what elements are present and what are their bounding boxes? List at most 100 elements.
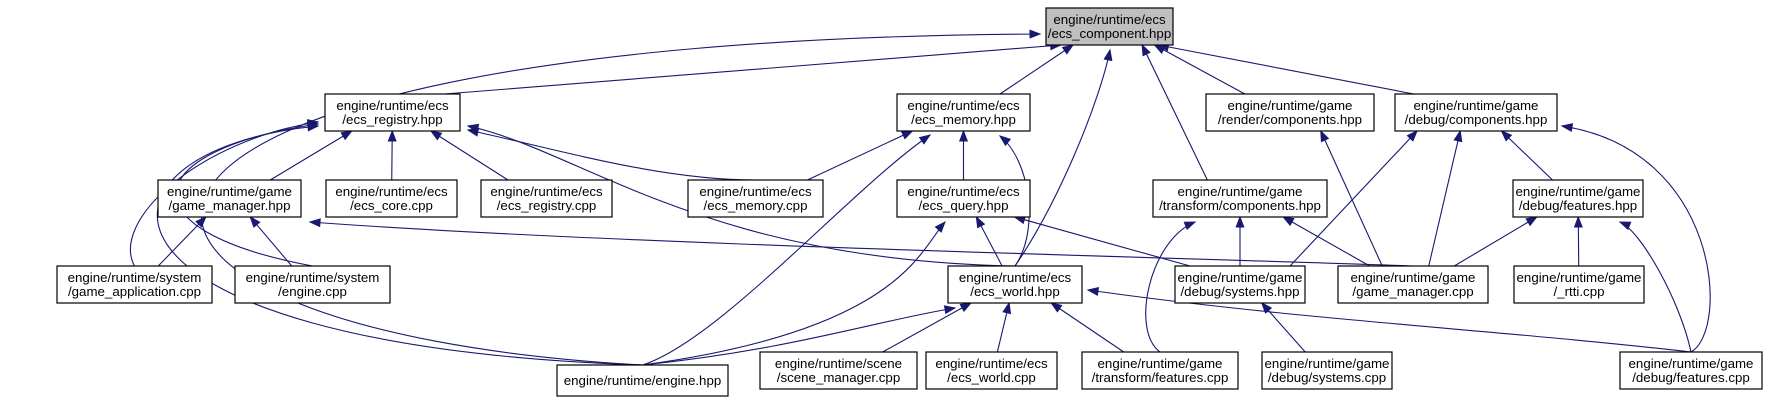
edge-line — [1428, 130, 1461, 267]
graph-node[interactable]: engine/runtime/game/debug/components.hpp — [1394, 93, 1558, 132]
dependency-edge — [466, 127, 756, 181]
dependency-edge — [1145, 221, 1197, 353]
node-label: /game_application.cpp — [68, 284, 201, 299]
node-label: /ecs_world.cpp — [947, 370, 1036, 385]
graph-node[interactable]: engine/runtime/game/render/components.hp… — [1205, 93, 1375, 132]
graph-node[interactable]: engine/runtime/system/game_application.c… — [56, 265, 213, 304]
node-label: engine/runtime/game — [1414, 98, 1539, 113]
edge-arrowhead — [958, 129, 969, 142]
edge-line — [1320, 130, 1383, 267]
node-box — [925, 351, 1058, 390]
node-box — [1205, 93, 1375, 132]
node-label: /debug/features.hpp — [1519, 198, 1637, 213]
edge-arrowhead — [308, 218, 321, 228]
node-box — [480, 179, 613, 218]
edge-arrowhead — [900, 130, 914, 140]
node-label: engine/runtime/ecs — [490, 184, 603, 199]
graph-node[interactable]: engine/runtime/scene/scene_manager.cpp — [759, 351, 918, 390]
node-box — [1152, 179, 1328, 218]
edge-arrowhead — [307, 122, 320, 132]
dependency-edge — [975, 215, 1003, 267]
edge-arrowhead — [1406, 129, 1418, 142]
edge-arrowhead — [1061, 44, 1075, 55]
node-box — [234, 265, 391, 304]
dependency-edge — [1141, 43, 1208, 181]
dependency-edge — [1156, 42, 1414, 95]
edge-line — [807, 130, 913, 181]
graph-node[interactable]: engine/runtime/game/debug/features.hpp — [1512, 179, 1644, 218]
edge-arrowhead — [1141, 43, 1151, 57]
dependency-edge — [642, 220, 946, 366]
node-label: /render/components.hpp — [1218, 112, 1362, 127]
edge-line — [444, 44, 1061, 95]
edge-arrowhead — [1260, 301, 1273, 314]
node-label: /ecs_memory.hpp — [911, 112, 1016, 127]
dependency-edge — [807, 130, 914, 181]
edge-arrowhead — [466, 123, 480, 133]
edge-line — [642, 134, 931, 366]
node-label: engine/runtime/ecs — [699, 184, 812, 199]
dependency-edge — [882, 302, 973, 353]
dependency-edge — [999, 44, 1075, 95]
edge-arrowhead — [1320, 129, 1330, 143]
graph-node[interactable]: engine/runtime/ecs/ecs_world.cpp — [925, 351, 1058, 390]
edge-arrowhead — [918, 134, 932, 145]
edge-line — [157, 216, 207, 267]
edge-line — [1145, 221, 1196, 353]
node-box — [1394, 93, 1558, 132]
graph-node[interactable]: engine/runtime/game/transform/components… — [1152, 179, 1328, 218]
dependency-edge — [1260, 301, 1306, 353]
graph-node[interactable]: engine/runtime/game/_rtti.cpp — [1513, 265, 1645, 304]
graph-node[interactable]: engine/runtime/system/engine.cpp — [234, 265, 391, 304]
graph-node[interactable]: engine/runtime/game/game_manager.hpp — [157, 179, 302, 218]
node-box — [1513, 265, 1645, 304]
graph-node[interactable]: engine/runtime/ecs/ecs_world.hpp — [947, 265, 1083, 304]
graph-node[interactable]: engine/runtime/ecs/ecs_registry.hpp — [324, 93, 461, 132]
edge-line — [467, 125, 1016, 267]
node-box — [1261, 351, 1393, 390]
edge-line — [1014, 216, 1191, 267]
dependency-edge — [1573, 215, 1583, 267]
node-label: engine/runtime/game — [1178, 184, 1303, 199]
node-label: /game_manager.hpp — [169, 198, 291, 213]
dependency-edge — [996, 301, 1012, 353]
node-label: engine/runtime/game — [1517, 270, 1642, 285]
graph-node[interactable]: engine/runtime/game/game_manager.cpp — [1337, 265, 1489, 304]
node-label: /ecs_registry.cpp — [497, 198, 597, 213]
dependency-edge — [1153, 44, 1246, 95]
node-label: engine/runtime/game — [1265, 356, 1390, 371]
node-box — [56, 265, 213, 304]
dependency-edge — [1235, 215, 1245, 266]
graph-node[interactable]: engine/runtime/ecs/ecs_core.cpp — [325, 179, 458, 218]
graph-node[interactable]: engine/runtime/engine.hpp — [556, 364, 729, 397]
edge-arrowhead — [1086, 286, 1100, 296]
graph-node[interactable]: engine/runtime/ecs/ecs_memory.hpp — [896, 93, 1031, 132]
edge-line — [1014, 49, 1111, 267]
edge-arrowhead — [1500, 130, 1513, 142]
graph-node[interactable]: engine/runtime/game/debug/systems.hpp — [1174, 265, 1306, 304]
root-node[interactable]: engine/runtime/ecs/ecs_component.hpp — [1045, 7, 1174, 46]
node-label: engine/runtime/ecs — [959, 270, 1072, 285]
dependency-edge — [642, 305, 957, 366]
node-box — [759, 351, 918, 390]
graph-node[interactable]: engine/runtime/ecs/ecs_memory.cpp — [687, 179, 824, 218]
edge-arrowhead — [1618, 221, 1632, 231]
node-label: /debug/systems.hpp — [1180, 284, 1299, 299]
graph-node[interactable]: engine/runtime/game/debug/systems.cpp — [1261, 351, 1393, 390]
graph-node[interactable]: engine/runtime/game/transform/features.c… — [1081, 351, 1239, 390]
graph-node[interactable]: engine/runtime/ecs/ecs_registry.cpp — [480, 179, 613, 218]
edge-line — [999, 44, 1074, 95]
node-box — [1512, 179, 1644, 218]
dependency-edge — [444, 41, 1063, 95]
graph-node[interactable]: engine/runtime/ecs/ecs_query.hpp — [896, 179, 1031, 218]
graph-node[interactable]: engine/runtime/game/debug/features.cpp — [1619, 351, 1763, 390]
dependency-edge — [249, 215, 293, 267]
edge-line — [882, 302, 972, 353]
node-label: engine/runtime/ecs — [907, 98, 1020, 113]
edge-line — [642, 307, 956, 366]
edge-arrowhead — [1029, 29, 1042, 39]
node-layer: engine/runtime/ecs/ecs_component.hppengi… — [56, 7, 1763, 397]
node-label: /ecs_core.cpp — [350, 198, 433, 213]
edge-arrowhead — [959, 302, 973, 313]
